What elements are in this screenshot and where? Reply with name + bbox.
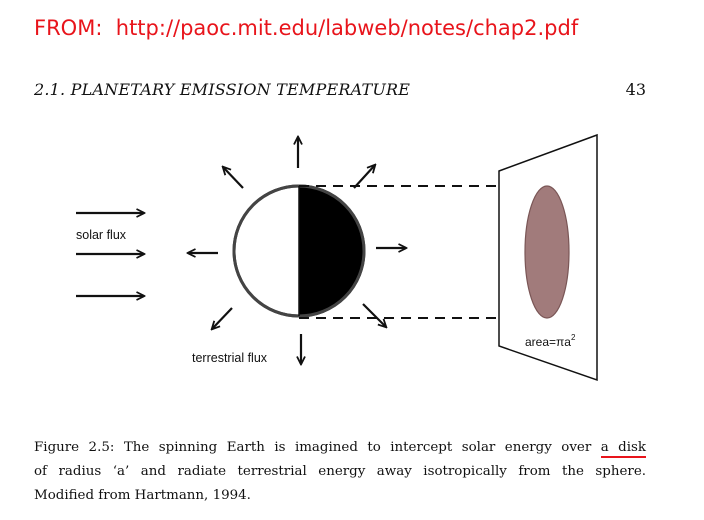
disk-area-text: area=πa bbox=[525, 335, 571, 349]
terrestrial-arrow-upleft bbox=[223, 167, 244, 189]
intercept-disk bbox=[524, 185, 570, 319]
earth-night-side bbox=[299, 186, 364, 316]
terrestrial-arrow-downleft bbox=[212, 307, 233, 329]
disk-area-label: area=πa2 bbox=[525, 333, 576, 349]
caption-line-2: of radius ‘a’ and radiate terrestrial en… bbox=[34, 464, 646, 479]
source-annotation: FROM: http://paoc.mit.edu/labweb/notes/c… bbox=[34, 16, 578, 40]
source-url[interactable]: http://paoc.mit.edu/labweb/notes/chap2.p… bbox=[115, 16, 579, 40]
source-prefix: FROM: bbox=[34, 16, 103, 40]
page-number: 43 bbox=[625, 80, 646, 99]
terrestrial-arrow-upright bbox=[353, 165, 375, 189]
solar-flux-label: solar flux bbox=[76, 228, 127, 242]
caption-underlined-phrase: a disk bbox=[600, 440, 646, 458]
terrestrial-flux-label: terrestrial flux bbox=[192, 351, 268, 365]
earth-sphere bbox=[232, 184, 366, 318]
section-title: 2.1. PLANETARY EMISSION TEMPERATURE bbox=[34, 80, 411, 99]
figure-caption: Figure 2.5: The spinning Earth is imagin… bbox=[34, 436, 646, 508]
terrestrial-flux-arrows bbox=[188, 137, 406, 364]
caption-line-3: Modified from Hartmann, 1994. bbox=[34, 488, 251, 503]
disk-area-exponent: 2 bbox=[571, 333, 576, 342]
running-head: 2.1. PLANETARY EMISSION TEMPERATURE 43 bbox=[34, 80, 646, 102]
solar-flux-arrows bbox=[76, 213, 144, 296]
terrestrial-arrow-downright bbox=[362, 303, 386, 327]
caption-line-1-text: Figure 2.5: The spinning Earth is imagin… bbox=[34, 440, 601, 455]
caption-line-1: Figure 2.5: The spinning Earth is imagin… bbox=[34, 436, 646, 460]
earth-energy-figure: solar flux terrestrial flux area=πa2 bbox=[76, 133, 598, 382]
